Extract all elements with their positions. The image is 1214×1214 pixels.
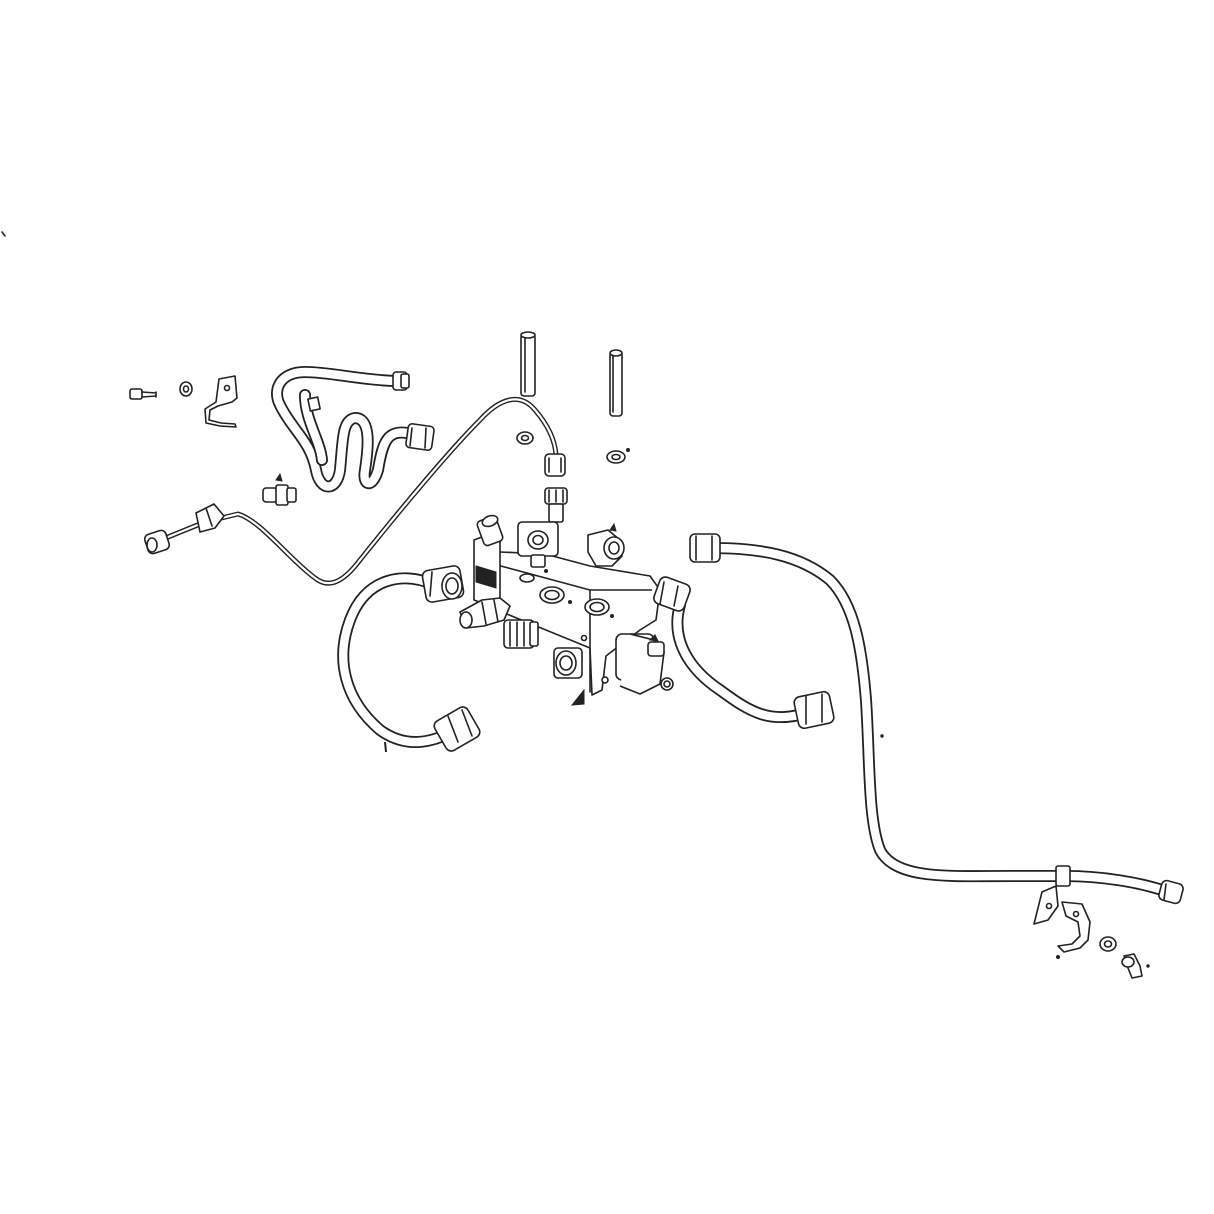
- tube-clamp: [195, 503, 225, 533]
- tube-clamp: [1055, 865, 1071, 887]
- label-tick: [384, 741, 387, 753]
- cap-fitting-top-left: [476, 514, 504, 547]
- bracket-upper-left: [204, 375, 238, 428]
- elbow-fitting: [587, 522, 625, 567]
- adapter-fitting-left: [262, 472, 297, 506]
- pipe-nut: [405, 423, 435, 451]
- pipe-nut: [433, 706, 481, 752]
- edge-mark: [1, 231, 6, 237]
- adapter-fitting-top: [544, 487, 568, 523]
- washer-pin-right: [606, 448, 630, 464]
- long-right-tube: [689, 533, 1184, 905]
- pipe-nut: [392, 371, 410, 391]
- long-thin-tube: [143, 397, 566, 586]
- washer-upper-left: [179, 381, 193, 397]
- check-valve-plug: [459, 597, 511, 629]
- bracket-lower-right-b: [1056, 901, 1091, 959]
- pipe-nut: [1158, 879, 1184, 905]
- pipe-nut: [689, 533, 721, 563]
- right-s-tube: [653, 576, 835, 730]
- solenoid-cartridge-right: [615, 633, 674, 695]
- bracket-lower-right-a: [1033, 885, 1059, 925]
- pipe-nut: [793, 690, 835, 730]
- pipe-nut: [421, 565, 465, 603]
- solenoid-cartridge-left: [503, 619, 539, 649]
- serpentine-tube-assembly: [271, 366, 435, 493]
- hex-plug: [553, 647, 583, 679]
- arrow-marker-block: [570, 688, 585, 706]
- pipe-nut: [653, 576, 691, 612]
- pipe-nut: [544, 453, 566, 477]
- pin-right: [609, 349, 623, 417]
- bolt-lower-right: [1121, 953, 1150, 979]
- left-u-tube: [337, 565, 481, 753]
- washer-pin-left: [516, 431, 534, 445]
- washer-lower-right: [1099, 936, 1117, 952]
- bolt-upper-left: [129, 388, 157, 400]
- pipe-nut: [143, 529, 171, 555]
- pin-left: [520, 331, 536, 397]
- tee-fitting: [517, 521, 559, 573]
